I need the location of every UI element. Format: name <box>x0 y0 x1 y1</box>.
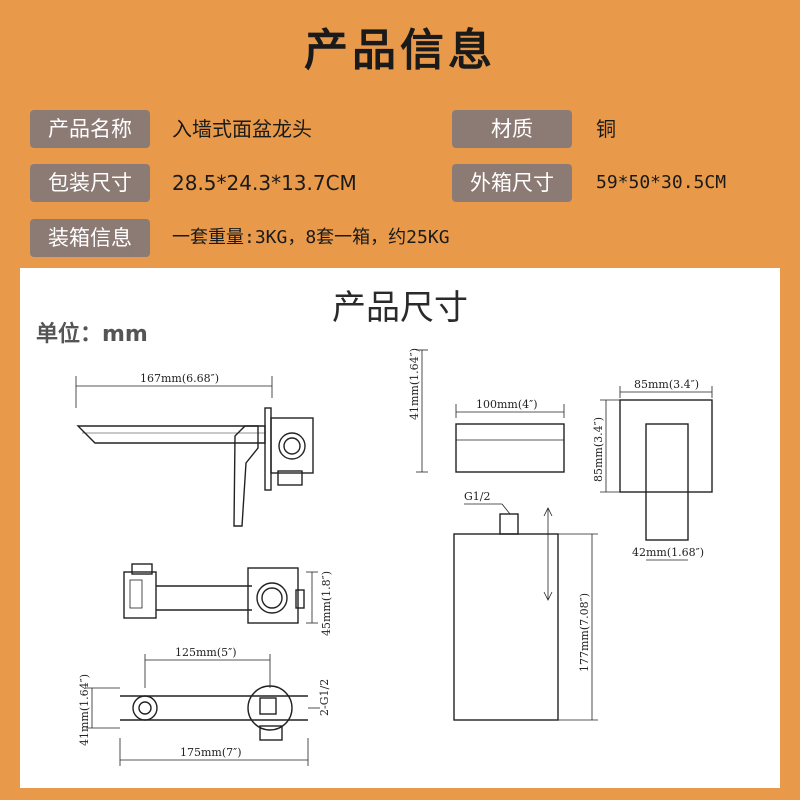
packing-info-label: 装箱信息 <box>30 219 150 257</box>
dim-square-height: 85mm(3.4″) <box>592 417 605 482</box>
spout-front-drawing <box>416 349 565 473</box>
material-value: 铜 <box>596 117 616 141</box>
dim-thread-top: G1/2 <box>464 490 491 503</box>
valve-side-drawing <box>123 563 318 624</box>
packing-info-value: 一套重量:3KG，8套一箱，约25KG <box>172 227 450 248</box>
square-plate-drawing <box>600 386 713 561</box>
carton-size-label: 外箱尺寸 <box>452 164 572 202</box>
dim-handle-width: 42mm(1.68″) <box>632 546 704 559</box>
dim-total-width: 175mm(7″) <box>180 746 242 759</box>
valve-top-drawing <box>86 654 320 766</box>
product-name-label: 产品名称 <box>30 110 150 148</box>
material-label: 材质 <box>452 110 572 148</box>
dim-valve-depth: 45mm(1.8″) <box>320 571 333 636</box>
technical-drawing: 167mm(6.68″) 45mm(1.8″) <box>75 348 713 766</box>
dim-spout-length: 167mm(6.68″) <box>140 372 219 385</box>
product-name-value: 入墙式面盆龙头 <box>172 117 312 141</box>
dim-plate-height: 41mm(1.64″) <box>408 348 421 420</box>
dim-spout-width: 100mm(4″) <box>476 398 538 411</box>
dim-body-height: 41mm(1.64″) <box>78 674 91 746</box>
rough-in-box-drawing <box>453 503 598 721</box>
carton-size-value: 59*50*30.5CM <box>596 172 727 193</box>
dim-square-width: 85mm(3.4″) <box>634 378 699 391</box>
dim-centers: 125mm(5″) <box>175 646 237 659</box>
dimension-panel: 产品尺寸 单位：mm 167mm(6.68″) <box>20 268 780 788</box>
dim-thread-side: 2-G1/2 <box>318 679 331 716</box>
package-size-label: 包装尺寸 <box>30 164 150 202</box>
package-size-value: 28.5*24.3*13.7CM <box>172 171 357 195</box>
page-title: 产品信息 <box>304 25 496 76</box>
side-view-drawing <box>75 376 314 527</box>
dimension-title: 产品尺寸 <box>332 288 468 328</box>
unit-label: 单位：mm <box>36 322 148 347</box>
dim-box-height: 177mm(7.08″) <box>578 593 591 672</box>
